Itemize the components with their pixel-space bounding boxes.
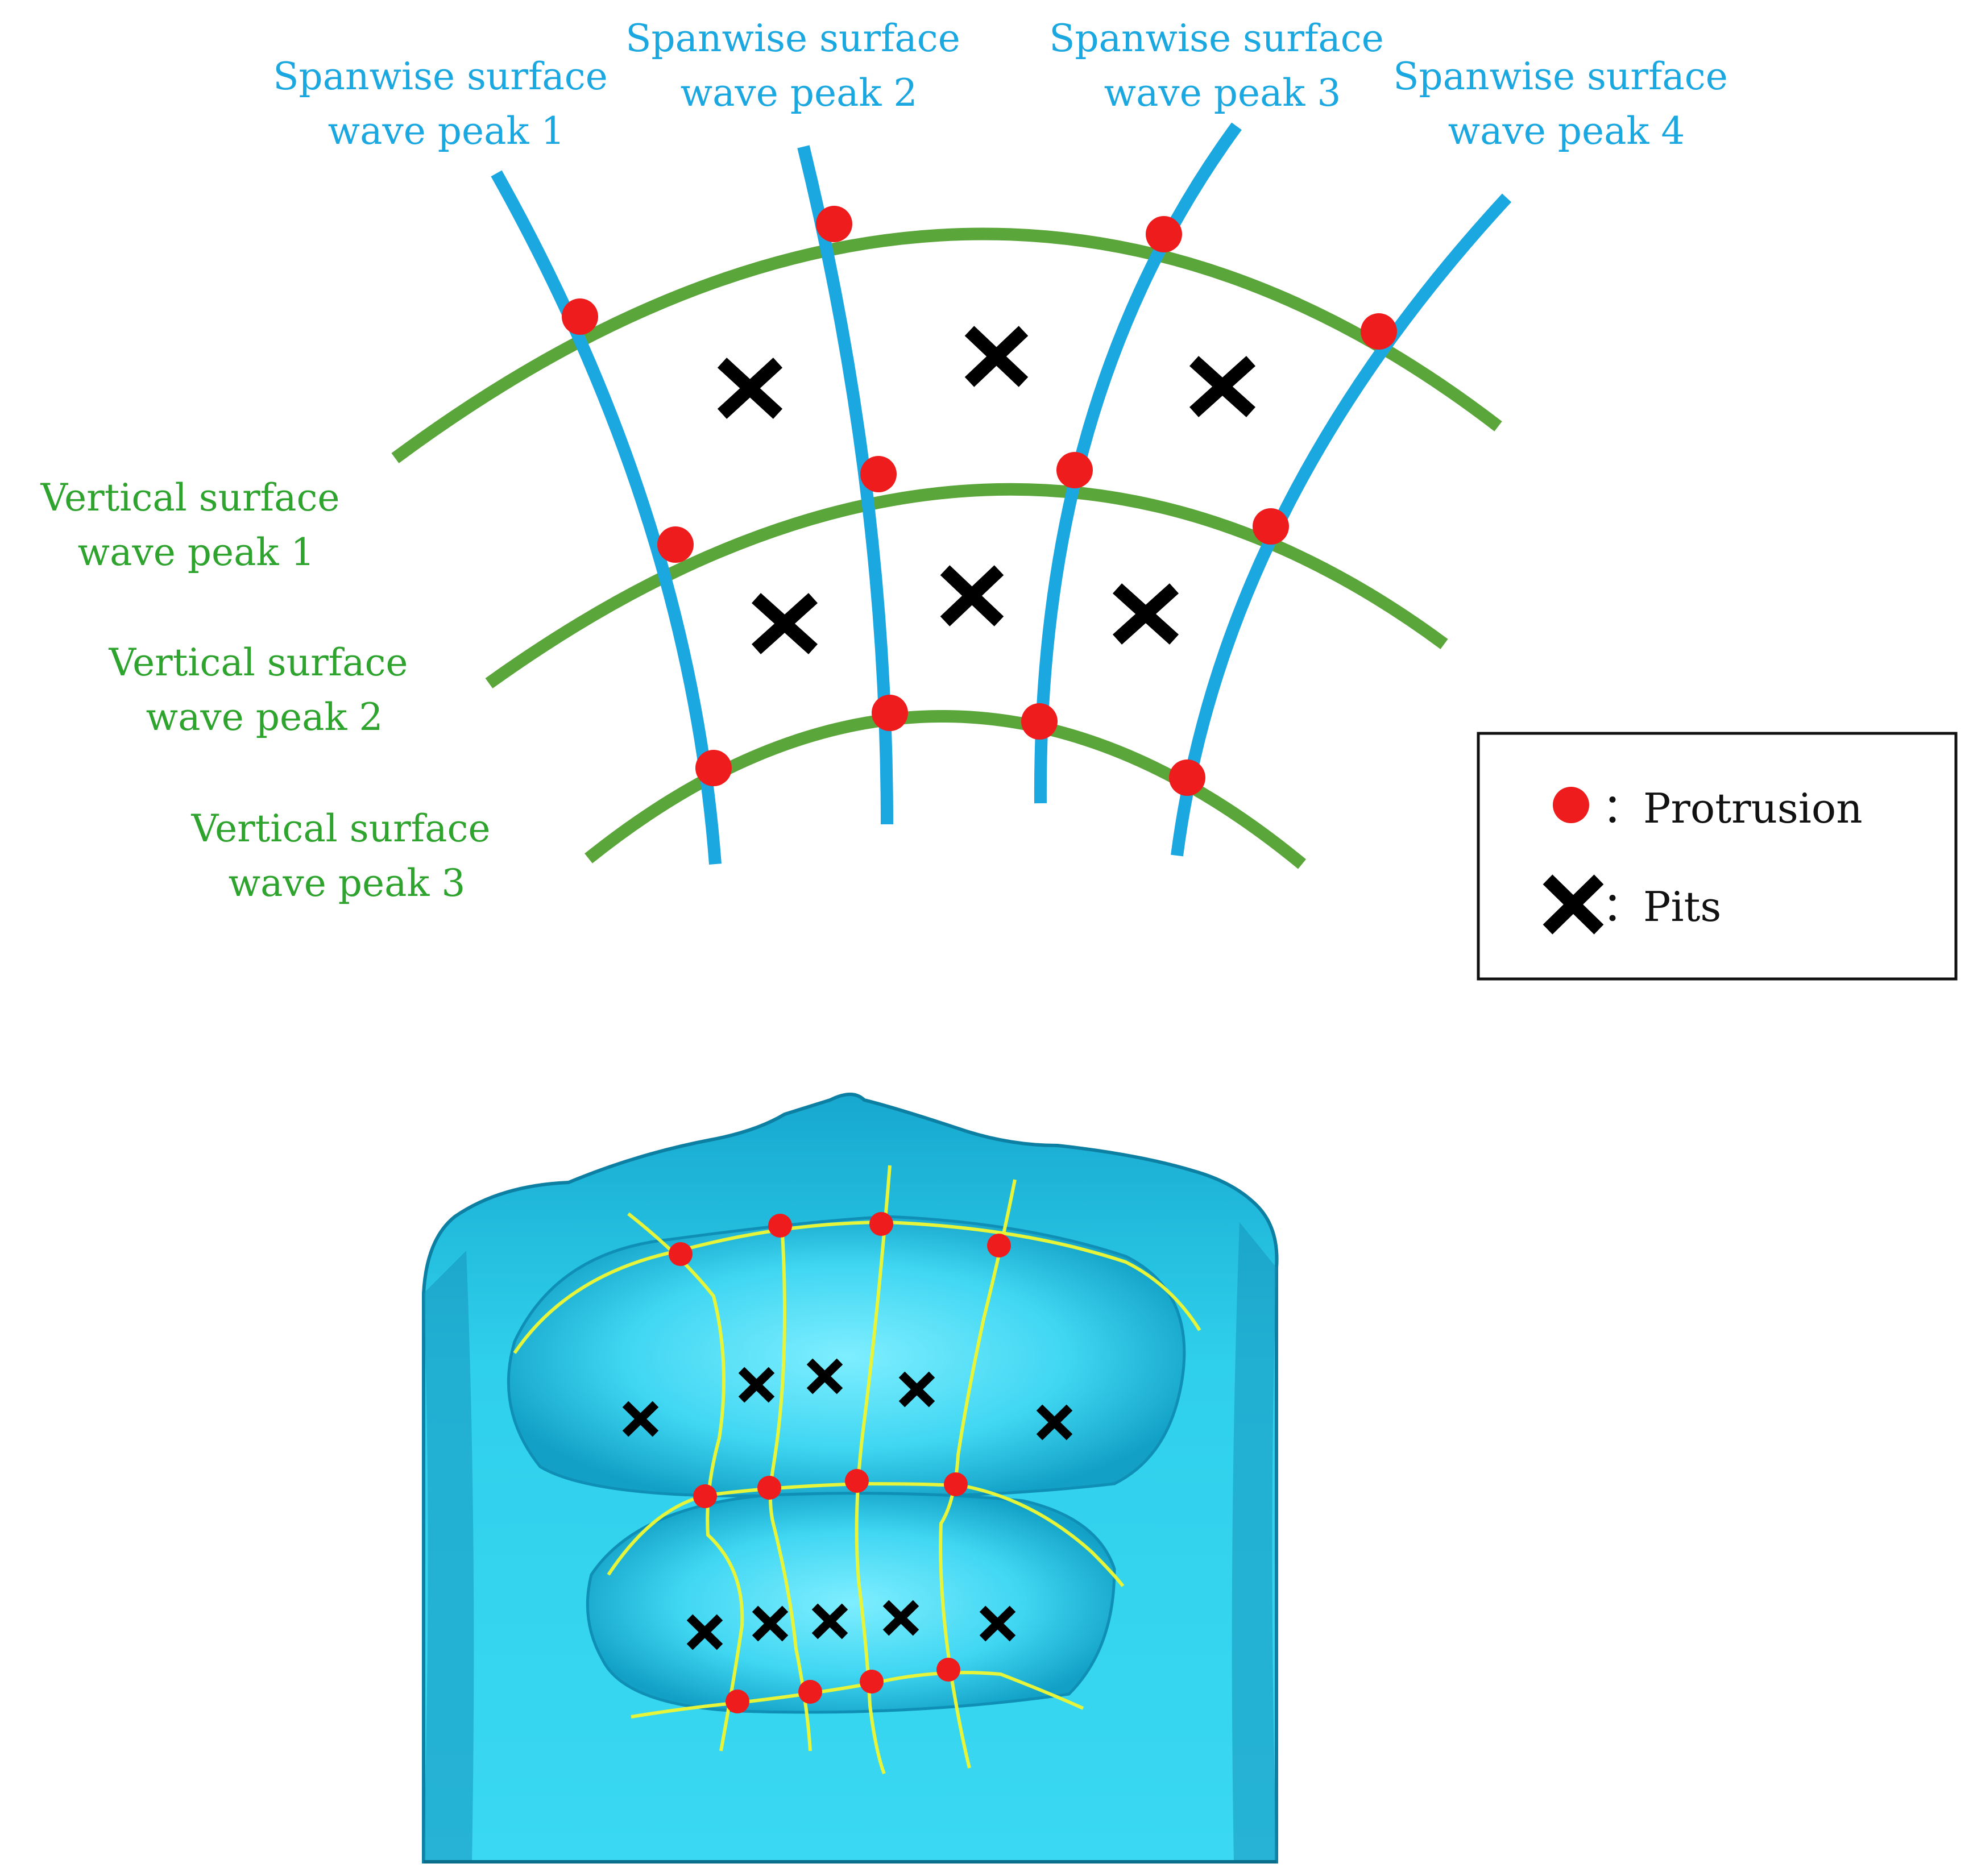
specimen-pits — [622, 1358, 1073, 1650]
specimen-lower-cavity — [586, 1492, 1116, 1714]
pit-cross — [751, 593, 818, 654]
schematic-protrusions — [562, 206, 1397, 796]
protrusion-dot — [695, 750, 732, 786]
protrusion-dot — [657, 526, 694, 563]
pit-cross — [898, 1371, 935, 1408]
protrusion-dot — [816, 206, 852, 242]
protrusion-dot — [693, 1484, 717, 1508]
protrusion-dot — [669, 1242, 693, 1266]
pit-cross — [811, 1603, 848, 1640]
mesh-vertical-line — [627, 1212, 744, 1752]
pit-cross — [686, 1614, 723, 1650]
legend-box: ：Protrusion ：Pits — [1477, 732, 1958, 981]
pit-cross — [738, 1367, 775, 1403]
spanwise-wave-peak-1-line — [491, 170, 722, 865]
specimen-protrusions — [669, 1212, 1011, 1713]
pit-cross — [979, 1605, 1016, 1642]
vertical-peak-3-label-line1: Vertical surface — [191, 807, 491, 850]
vertical-peak-3-label: Vertical surface wave peak 3 — [191, 807, 503, 905]
protrusion-legend-label: ：Protrusion — [1602, 785, 1863, 832]
protrusion-dot — [1169, 759, 1205, 796]
legend-border — [1477, 732, 1958, 981]
mesh-vertical-line — [855, 1165, 892, 1775]
pit-cross — [717, 358, 783, 419]
pit-cross — [806, 1358, 843, 1394]
spanwise-peak-4-label: Spanwise surface wave peak 4 — [1393, 55, 1740, 153]
pit-cross — [940, 565, 1004, 626]
pits-legend-icon — [1543, 874, 1604, 935]
spanwise-peak-3-label: Spanwise surface wave peak 3 — [1049, 16, 1396, 115]
schematic-diagram: Spanwise surface wave peak 1 Spanwise su… — [40, 16, 1740, 905]
protrusion-dot — [1253, 508, 1289, 545]
spanwise-peak-3-label-line2: wave peak 3 — [1104, 71, 1341, 115]
vertical-peak-1-label-line1: Vertical surface — [40, 476, 340, 520]
specimen-left-shade — [424, 1251, 474, 1862]
specimen-image — [422, 1093, 1279, 1863]
spanwise-peak-2-label-line2: wave peak 2 — [681, 71, 918, 115]
protrusion-dot — [936, 1658, 960, 1682]
pit-cross — [882, 1600, 919, 1636]
vertical-peak-1-label: Vertical surface wave peak 1 — [40, 476, 352, 574]
pit-cross — [752, 1605, 789, 1642]
vertical-peak-2-label-line2: wave peak 2 — [146, 695, 383, 739]
pit-cross — [622, 1401, 659, 1437]
protrusion-dot — [845, 1469, 869, 1493]
protrusion-dot — [944, 1472, 968, 1496]
spanwise-peak-1-label-line2: wave peak 1 — [328, 109, 565, 153]
vertical-peak-2-label-line1: Vertical surface — [109, 641, 408, 684]
pit-cross — [964, 326, 1029, 387]
protrusion-dot — [987, 1234, 1011, 1257]
protrusion-dot — [1056, 452, 1093, 488]
protrusion-dot — [562, 298, 598, 335]
protrusion-dot — [860, 456, 897, 492]
protrusion-dot — [798, 1680, 822, 1704]
protrusion-dot — [1146, 216, 1182, 252]
specimen-upper-cavity — [507, 1215, 1186, 1498]
protrusion-dot — [768, 1214, 792, 1238]
protrusion-dot — [726, 1690, 749, 1713]
pit-cross — [1036, 1404, 1073, 1441]
vertical-wave-peak-2-line — [485, 483, 1448, 688]
spanwise-peak-4-label-line2: wave peak 4 — [1448, 109, 1685, 153]
protrusion-dot — [1361, 313, 1397, 350]
mesh-vertical-line — [769, 1222, 812, 1752]
schematic-pits — [717, 326, 1256, 654]
spanwise-peak-4-label-line1: Spanwise surface — [1393, 55, 1728, 98]
mesh-arc-middle — [607, 1481, 1125, 1587]
vertical-peak-1-label-line2: wave peak 1 — [78, 530, 315, 574]
spanwise-peak-2-label-line1: Spanwise surface — [625, 16, 960, 60]
vertical-peak-2-label: Vertical surface wave peak 2 — [109, 641, 420, 739]
specimen-right-shade — [1232, 1222, 1276, 1862]
spanwise-peak-1-label: Spanwise surface wave peak 1 — [273, 55, 620, 153]
protrusion-dot — [860, 1670, 884, 1694]
pit-cross — [1189, 356, 1256, 417]
protrusion-dot — [757, 1476, 781, 1500]
vertical-wave-peak-1-line — [391, 227, 1502, 463]
spanwise-peak-3-label-line1: Spanwise surface — [1049, 16, 1384, 60]
protrusion-dot — [869, 1212, 893, 1236]
vertical-peak-3-label-line2: wave peak 3 — [229, 861, 466, 905]
spanwise-peak-2-label: Spanwise surface wave peak 2 — [625, 16, 972, 115]
protrusion-dot — [1021, 703, 1058, 740]
protrusion-legend-icon — [1553, 787, 1589, 823]
pit-cross — [1112, 583, 1179, 645]
protrusion-dot — [872, 695, 908, 731]
spanwise-peak-1-label-line1: Spanwise surface — [273, 55, 608, 98]
pits-legend-label: ：Pits — [1602, 883, 1721, 931]
spanwise-wave-peak-3-line — [1034, 122, 1242, 804]
